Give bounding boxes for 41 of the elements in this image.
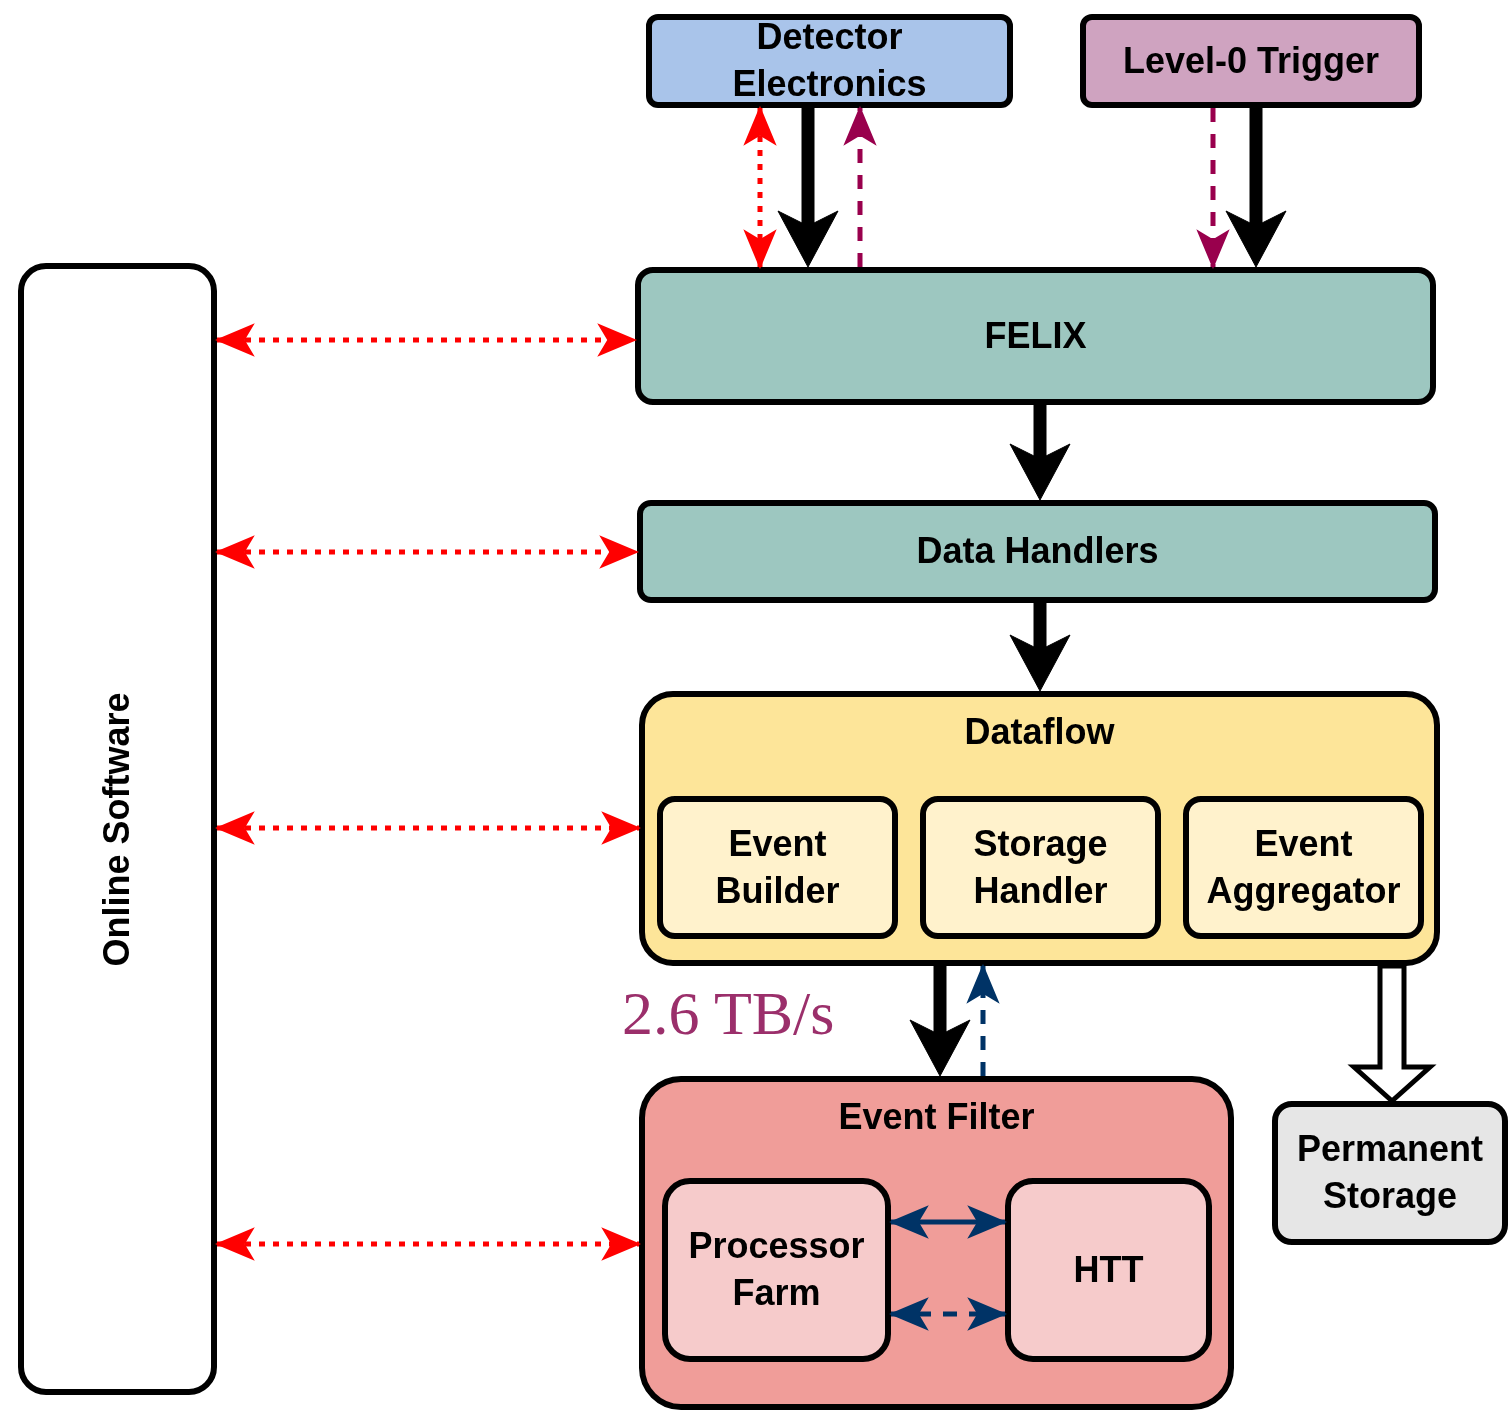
process-box xyxy=(635,267,1436,405)
process-box xyxy=(1183,796,1424,939)
arrow xyxy=(214,323,638,357)
node-label: HTT xyxy=(1072,1247,1145,1292)
node-label: Event Filter xyxy=(837,1095,1036,1139)
arrow xyxy=(214,1227,642,1261)
node-label: Dataflow xyxy=(963,710,1116,754)
process-box xyxy=(920,796,1161,939)
group-box xyxy=(639,691,1440,966)
arrow xyxy=(888,1205,1008,1239)
process-box xyxy=(18,263,217,1395)
node-label: Online Software xyxy=(95,690,139,968)
arrow xyxy=(909,965,971,1077)
process-box xyxy=(662,1178,891,1362)
group-box xyxy=(639,1076,1234,1410)
arrow xyxy=(1196,108,1230,270)
arrow xyxy=(743,105,777,270)
node-label: Processor Farm xyxy=(687,1224,866,1315)
process-box xyxy=(1005,1178,1212,1362)
process-box xyxy=(1080,14,1422,108)
process-box xyxy=(1272,1101,1508,1245)
node-label: Data Handlers xyxy=(915,529,1160,574)
arrow xyxy=(214,535,640,569)
arrow xyxy=(1009,404,1071,501)
node-label: Detector Electronics xyxy=(731,15,928,106)
node-label: Event Builder xyxy=(714,821,841,913)
node-label: Event Aggregator xyxy=(1205,821,1402,913)
arrow xyxy=(214,811,642,845)
arrow xyxy=(1009,602,1071,692)
node-label: Storage Handler xyxy=(972,821,1109,913)
arrow xyxy=(966,963,1000,1076)
process-box xyxy=(657,796,898,939)
node-label: Level-0 Trigger xyxy=(1121,38,1381,83)
arrow xyxy=(1225,107,1287,268)
node-label: FELIX xyxy=(983,313,1088,358)
arrow xyxy=(777,107,839,268)
process-box xyxy=(646,14,1013,108)
process-box xyxy=(637,500,1438,603)
arrow xyxy=(888,1297,1008,1331)
arrow xyxy=(843,105,877,267)
node-label: Permanent Storage xyxy=(1295,1127,1485,1218)
